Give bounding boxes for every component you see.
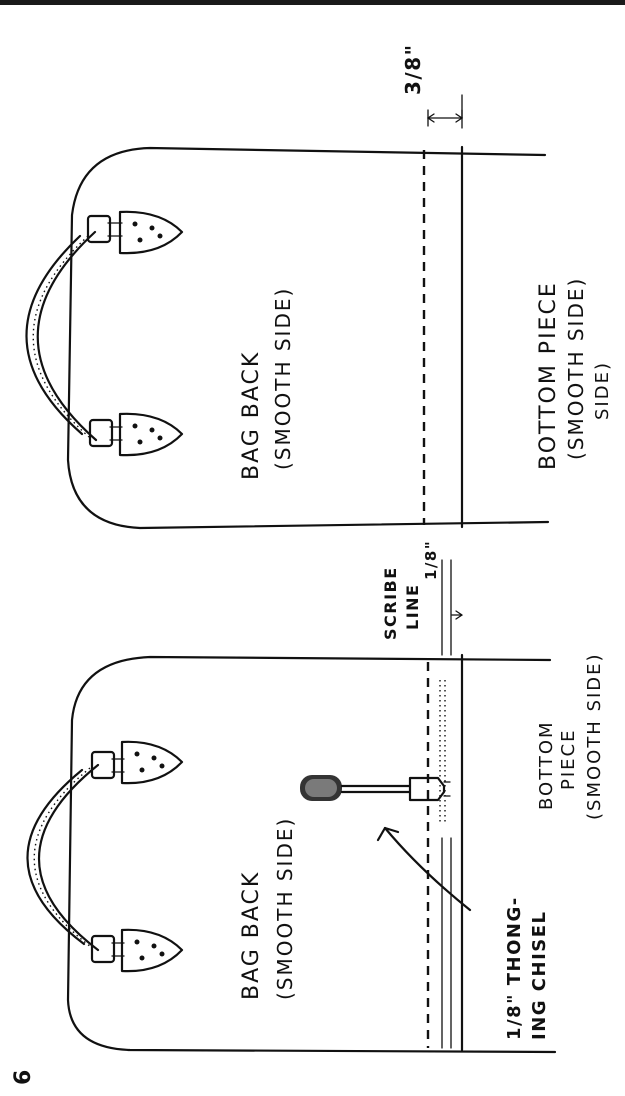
scribe-label-line1: SCRIBE [381,566,400,640]
left-bag-label-line1: BAG BACK [239,871,264,1000]
thonging-chisel [300,775,451,802]
chisel-label-line1: 1/8" THONG- [504,896,525,1040]
left-bottom-label-line2: PIECE [558,729,579,790]
right-bottom-label-line3: SIDE) [592,361,613,420]
scribe-measure: 1/8" [422,540,440,580]
left-punched-holes [439,680,446,822]
left-handle-stitching [33,767,92,948]
scribe-line-indicator [441,559,464,656]
left-handle-fitting-bottom [90,928,184,973]
chisel-label-line2: ING CHISEL [529,910,550,1040]
left-handle [26,763,100,952]
chisel-pointer-arrowhead [376,826,400,842]
right-bag-outline [66,146,550,530]
right-overlap-measure: 3/8" [401,43,425,95]
figure-number: 6 [11,1068,36,1085]
left-bottom-label-line1: BOTTOM [536,720,557,810]
left-handle-fitting-top [90,740,184,785]
chisel-pointer-arrow [383,826,472,912]
right-bottom-label-line2: (SMOOTH SIDE) [564,277,588,460]
left-bag-outline [66,655,557,1054]
right-bag-label-line1: BAG BACK [239,351,264,480]
right-handle-fitting-bottom [88,412,184,457]
right-bottom-label-line1: BOTTOM PIECE [536,281,561,470]
left-guide-lines [441,837,452,1049]
right-bag-view: BAG BACK (SMOOTH SIDE) BOTTOM PIECE (SMO… [25,43,613,530]
left-bottom-label-line3: (SMOOTH SIDE) [584,652,605,820]
right-bag-label-line2: (SMOOTH SIDE) [271,287,295,470]
left-bag-label-line2: (SMOOTH SIDE) [273,817,297,1000]
left-bag-view: BAG BACK (SMOOTH SIDE) BOTTOM PIECE (SMO… [26,540,605,1054]
right-handle [25,230,98,442]
top-border [0,0,625,5]
right-handle-fitting-top [86,210,184,255]
right-handle-stitching [32,235,90,438]
scribe-label-line2: LINE [403,584,422,630]
right-overlap-dimension [426,94,464,129]
